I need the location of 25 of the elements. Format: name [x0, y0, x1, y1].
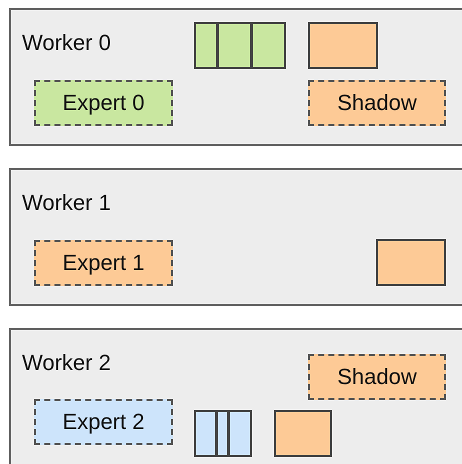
worker-label: Worker 1 — [22, 192, 111, 214]
memory-block — [217, 22, 252, 69]
memory-block — [216, 410, 229, 457]
memory-block — [308, 22, 378, 69]
memory-block — [251, 22, 286, 69]
dashed-box — [34, 399, 173, 445]
dashed-box — [34, 240, 173, 286]
worker-panel — [9, 328, 462, 464]
box-label: Expert 0 — [62, 92, 144, 114]
box-label: Shadow — [337, 366, 417, 388]
worker-panel — [9, 168, 462, 306]
memory-block — [376, 239, 446, 286]
dashed-box — [34, 80, 173, 126]
dashed-box — [308, 80, 446, 126]
memory-block — [194, 410, 217, 457]
memory-block — [194, 22, 218, 69]
dashed-box — [308, 354, 446, 400]
worker-label: Worker 0 — [22, 32, 111, 54]
memory-block — [228, 410, 252, 457]
worker-panel — [9, 8, 462, 146]
box-label: Expert 1 — [62, 252, 144, 274]
memory-block — [274, 410, 332, 457]
box-label: Shadow — [337, 92, 417, 114]
worker-label: Worker 2 — [22, 352, 111, 374]
box-label: Expert 2 — [62, 411, 144, 433]
